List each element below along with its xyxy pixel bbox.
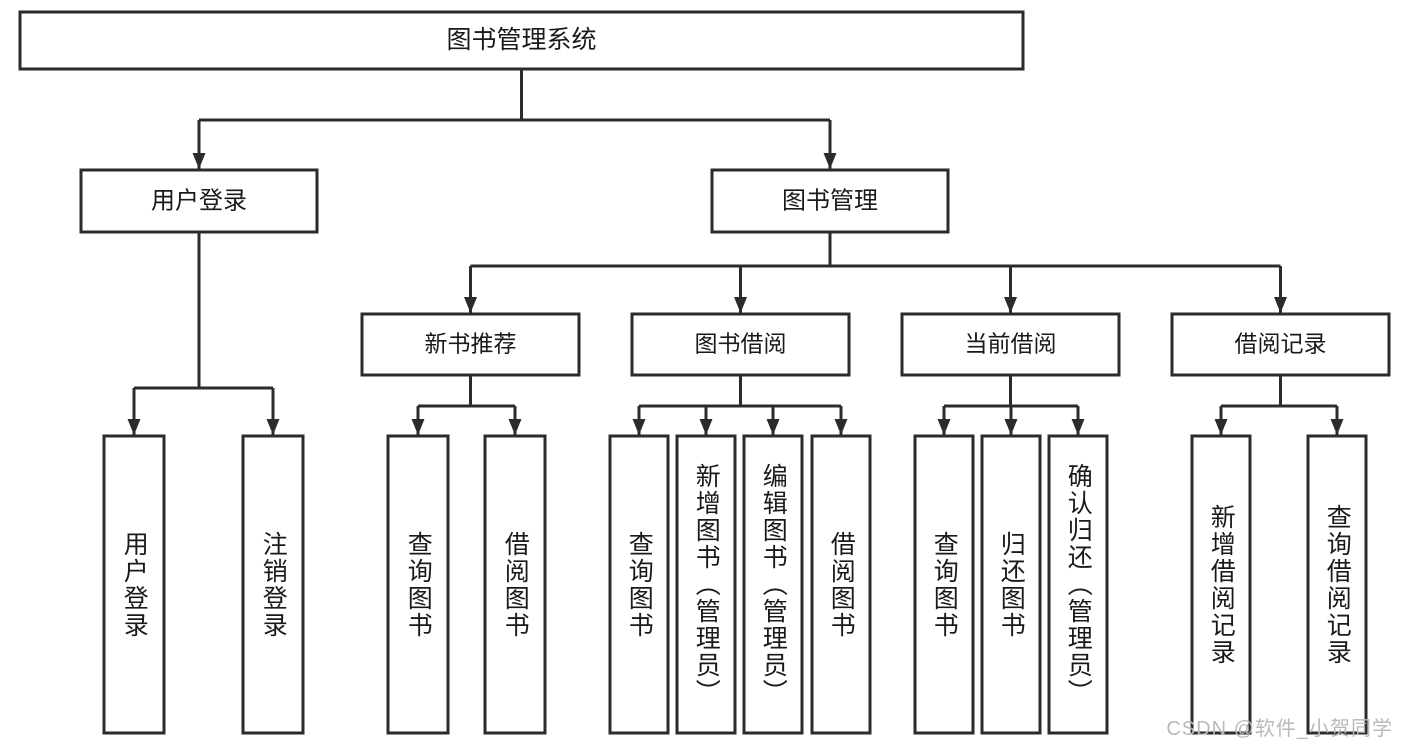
- node-box-leaf-user-logout[interactable]: [241, 434, 305, 735]
- node-box-new-book-recommend[interactable]: [360, 312, 581, 377]
- node-box-leaf-borrow-book-2[interactable]: [810, 434, 872, 735]
- node-label-current-borrow: 当前借阅: [965, 331, 1057, 357]
- node-box-leaf-return-book[interactable]: [980, 434, 1042, 735]
- arrow-head-icon: [1330, 419, 1344, 435]
- arrow-head-icon: [192, 153, 206, 169]
- node-label-borrow-record: 借阅记录: [1235, 331, 1327, 357]
- node-label-book-management: 图书管理: [782, 187, 878, 214]
- node-box-current-borrow[interactable]: [900, 312, 1121, 377]
- arrow-head-icon: [834, 419, 848, 435]
- node-box-leaf-add-book[interactable]: [675, 434, 737, 735]
- arrow-head-icon: [734, 297, 747, 313]
- node-label-book-borrow: 图书借阅: [695, 331, 787, 357]
- arrow-head-icon: [1274, 297, 1287, 313]
- node-box-root[interactable]: [18, 10, 1025, 71]
- node-box-book-borrow[interactable]: [630, 312, 851, 377]
- connector-layer: [127, 69, 1344, 435]
- node-box-leaf-confirm-return[interactable]: [1047, 434, 1109, 735]
- watermark-text: CSDN @软件_小贺同学: [1166, 718, 1393, 740]
- arrow-head-icon: [823, 153, 837, 169]
- arrow-head-icon: [699, 419, 713, 435]
- node-label-root: 图书管理系统: [446, 26, 596, 54]
- node-box-leaf-query-record[interactable]: [1306, 434, 1368, 735]
- node-box-borrow-record[interactable]: [1170, 312, 1391, 377]
- arrow-head-icon: [632, 419, 646, 435]
- node-box-book-management[interactable]: [710, 168, 950, 234]
- node-box-leaf-borrow-book-1[interactable]: [483, 434, 547, 735]
- node-box-leaf-add-record[interactable]: [1190, 434, 1252, 735]
- arrow-head-icon: [508, 419, 522, 435]
- node-box-leaf-query-book-2[interactable]: [608, 434, 670, 735]
- node-label-new-book-recommend: 新书推荐: [425, 331, 517, 357]
- node-box-layer: [18, 10, 1391, 735]
- node-box-leaf-query-book-3[interactable]: [913, 434, 975, 735]
- arrow-head-icon: [1004, 419, 1018, 435]
- arrow-head-icon: [1214, 419, 1228, 435]
- node-box-user-login[interactable]: [79, 168, 319, 234]
- node-box-leaf-query-book-1[interactable]: [386, 434, 450, 735]
- arrow-head-icon: [266, 419, 280, 435]
- node-box-leaf-edit-book[interactable]: [742, 434, 804, 735]
- arrow-head-icon: [1004, 297, 1017, 313]
- arrow-head-icon: [937, 419, 951, 435]
- arrow-head-icon: [411, 419, 425, 435]
- arrow-head-icon: [766, 419, 780, 435]
- arrow-head-icon: [464, 297, 477, 313]
- node-box-leaf-user-login[interactable]: [102, 434, 166, 735]
- node-label-user-login: 用户登录: [151, 187, 247, 214]
- arrow-head-icon: [1071, 419, 1085, 435]
- arrow-head-icon: [127, 419, 141, 435]
